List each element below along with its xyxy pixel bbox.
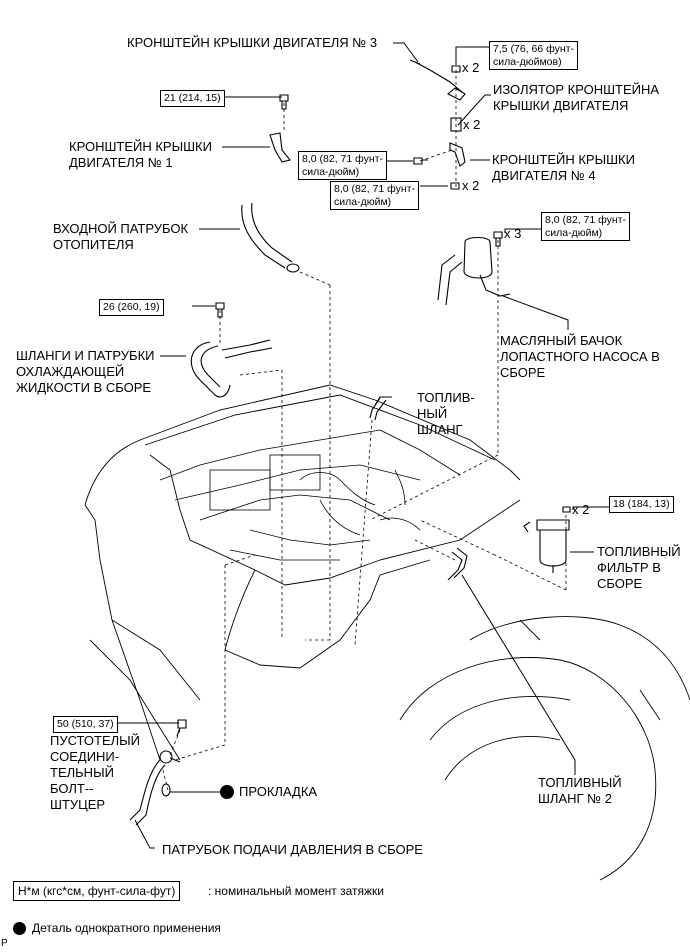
fuel-hose-2-part [447, 547, 468, 581]
label-bracket-3: КРОНШТЕЙН КРЫШКИ ДВИГАТЕЛЯ № 3 [127, 35, 378, 50]
engine-bay [159, 429, 461, 561]
label-fuel-filter: ТОПЛИВНЫЙ ФИЛЬТР В СБОРЕ [597, 544, 681, 591]
gasket-part [161, 783, 171, 797]
label-coolant-hoses: ШЛАНГИ И ПАТРУБКИ ОХЛАЖДАЮЩЕЙ ЖИДКОСТИ В… [16, 348, 155, 395]
bracket-4-part [449, 142, 466, 167]
label-pressure-pipe: ПАТРУБОК ПОДАЧИ ДАВЛЕНИЯ В СБОРЕ [162, 842, 423, 857]
qty-nut-mid: x 2 [462, 178, 480, 193]
coolant-hoses-part [190, 339, 273, 398]
label-gasket: ПРОКЛАДКА [239, 784, 318, 799]
fuel-filter-part [523, 519, 570, 573]
torque-box-nut-filter: 18 (184, 13) [609, 496, 674, 513]
label-union-bolt: ПУСТОТЕЛЫЙ СОЕДИНИ- ТЕЛЬНЫЙ БОЛТ-- ШТУЦЕ… [50, 733, 141, 812]
legend-single-use-marker [13, 922, 26, 935]
oil-reservoir-part [463, 236, 493, 279]
label-fuel-hose-2: ТОПЛИВНЫЙ ШЛАНГ № 2 [538, 775, 622, 806]
label-bracket-4: КРОНШТЕЙН КРЫШКИ ДВИГАТЕЛЯ № 4 [492, 152, 635, 183]
nut-mid-part [450, 182, 460, 190]
label-heater-inlet: ВХОДНОЙ ПАТРУБОК ОТОПИТЕЛЯ [53, 221, 189, 252]
bracket-1-part [269, 132, 291, 163]
bracket-3-part [409, 59, 466, 101]
torque-box-bolt-26: 26 (260, 19) [99, 299, 164, 316]
legend-single-use: Деталь однократного применения [32, 921, 221, 935]
fuel-hose-part [369, 397, 387, 421]
nut-filter-part [562, 506, 571, 513]
qty-nut-filter: x 2 [572, 502, 590, 517]
qty-nut-top: x 2 [462, 60, 480, 75]
torque-box-bolt-bracket4: 8,0 (82, 71 фунт- сила-дюйм) [298, 151, 387, 180]
torque-box-bolt-21: 21 (214, 15) [160, 90, 225, 107]
union-bolt-part [176, 719, 187, 737]
bolt-26-part [215, 302, 225, 318]
legend-torque-desc: : номинальный момент затяжки [208, 884, 384, 898]
vehicle-outline [84, 384, 690, 881]
pressure-pipe-part [129, 759, 166, 826]
torque-box-union-bolt: 50 (510, 37) [53, 716, 118, 733]
pipe-fitting-part [159, 750, 181, 764]
bolt-b4-part [413, 157, 428, 165]
torque-box-bolt-reservoir: 8,0 (82, 71 фунт- сила-дюйм) [541, 212, 630, 241]
label-isolator: ИЗОЛЯТОР КРОНШТЕЙНА КРЫШКИ ДВИГАТЕЛЯ [493, 82, 660, 113]
bolt-21-part [279, 94, 289, 110]
torque-box-nut-mid: 8,0 (82, 71 фунт- сила-дюйм) [330, 181, 419, 210]
nut-top-part [451, 65, 461, 73]
single-use-marker-gasket [220, 785, 234, 799]
label-fuel-hose: ТОПЛИВ- НЫЙ ШЛАНГ [417, 390, 475, 437]
bolt-reservoir-part [493, 231, 503, 247]
label-oil-reservoir: МАСЛЯНЫЙ БАЧОК ЛОПАСТНОГО НАСОСА В СБОРЕ [500, 333, 660, 380]
parts [129, 59, 571, 826]
label-bracket-1: КРОНШТЕЙН КРЫШКИ ДВИГАТЕЛЯ № 1 [69, 139, 212, 170]
qty-isolator: x 2 [463, 117, 481, 132]
isolator-part [450, 117, 462, 132]
qty-bolt-reservoir: x 3 [504, 226, 522, 241]
corner-mark: P [1, 938, 8, 949]
heater-inlet-part [241, 202, 293, 269]
legend-torque-unit: Н*м (кгс*см, фунт-сила-фут) [13, 881, 181, 901]
torque-box-nut-top: 7,5 (76, 66 фунт- сила-дюймов) [489, 41, 578, 70]
